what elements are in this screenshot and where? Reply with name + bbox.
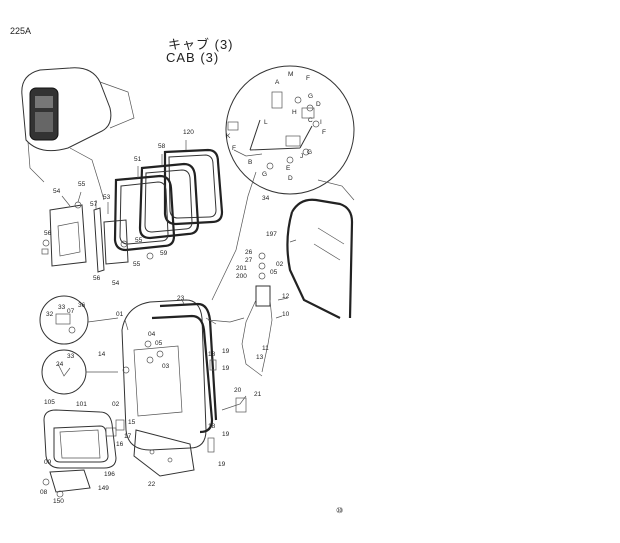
diagram-title-japanese: キャブ (3) [168,37,234,52]
part-callout: 56 [44,230,52,237]
part-callout: A [275,79,280,86]
part-callout: 15 [128,419,136,426]
lower-trim-parts [42,419,195,498]
part-callout: 101 [76,401,87,408]
part-callout: 20 [234,387,242,394]
part-callout: 53 [103,194,111,201]
part-callout: 11 [262,345,269,352]
lower-window-panel [43,409,117,469]
part-callout: 55 [135,237,143,244]
side-window-seal [286,179,355,319]
part-callout: 27 [245,257,253,264]
leader-lines [61,140,297,331]
part-callout: 03 [162,363,170,370]
cab-door [121,299,218,451]
part-callout: J [300,153,304,160]
part-callout: 54 [112,280,120,287]
part-callout: F [232,145,236,152]
part-callout: 12 [282,293,290,300]
part-callout: 16 [116,441,124,448]
part-callout: 05 [270,269,278,276]
rear-window-frames [113,148,224,252]
part-callout: G [262,171,268,178]
part-callout: 33 [67,353,75,360]
part-callout: 54 [53,188,61,195]
part-callout: 13 [256,354,264,361]
part-callout: 34 [262,195,270,202]
part-callout: 19 [222,365,230,372]
part-callout: 58 [158,143,166,150]
part-callout: 19 [218,461,226,468]
part-callout: C [308,117,313,124]
latch-detail-circle [211,65,355,301]
part-callout: 57 [90,201,98,208]
part-callout: 07 [67,308,75,315]
part-callout: 200 [236,273,247,280]
part-callout: 10 [282,311,290,318]
part-callout: 55 [78,181,86,188]
part-callout: 23 [177,295,185,302]
part-callout: B [248,159,253,166]
part-callout: 197 [266,231,277,238]
part-callout: D [316,101,321,108]
part-callout: 19 [222,431,230,438]
part-callout: D [288,175,293,182]
part-callout: G [308,93,314,100]
part-callout: 22 [148,481,156,488]
part-callout: 51 [134,156,142,163]
part-callout: 14 [98,351,106,358]
part-callout: 02 [276,261,284,268]
part-callout: 196 [104,471,115,478]
footer-mark: ⑩ [336,506,344,515]
part-callout: 59 [160,250,168,257]
part-callout: 26 [245,249,253,256]
part-callout: 18 [208,423,216,430]
part-callout: G [307,149,313,156]
part-callout: 19 [222,348,230,355]
part-callout: 150 [53,498,64,505]
part-callout: 08 [40,489,48,496]
part-callout: 05 [155,340,163,347]
part-callout: K [226,133,231,140]
part-callout: 17 [124,433,132,440]
part-callout: 55 [133,261,141,268]
part-callout: M [288,71,294,78]
part-callout: F [322,129,326,136]
part-callout: 56 [93,275,101,282]
part-callout: I [320,119,322,126]
part-callout: 149 [98,485,109,492]
part-callout: L [264,119,268,126]
part-callout: 105 [44,399,55,406]
part-callout: 01 [116,311,124,318]
part-callout: 18 [208,351,216,358]
part-callout: 32 [46,311,54,318]
diagram-title-english: CAB (3) [166,50,220,65]
part-callout: 21 [254,391,262,398]
part-callout: 36 [78,302,86,309]
part-callout: 09 [44,459,52,466]
part-callout: 201 [236,265,247,272]
part-callout: E [286,165,291,172]
cab-body-sketch [21,67,135,201]
small-detail-circles [39,295,119,395]
page-code: 225A [10,26,32,36]
part-callout: H [292,109,297,116]
part-callout: 33 [58,304,66,311]
part-callout: 24 [56,361,64,368]
part-callout: 120 [183,129,194,136]
part-callout: F [306,75,310,82]
door-lock-and-cables [207,252,273,453]
part-callout: 04 [148,331,156,338]
part-callout: 02 [112,401,120,408]
